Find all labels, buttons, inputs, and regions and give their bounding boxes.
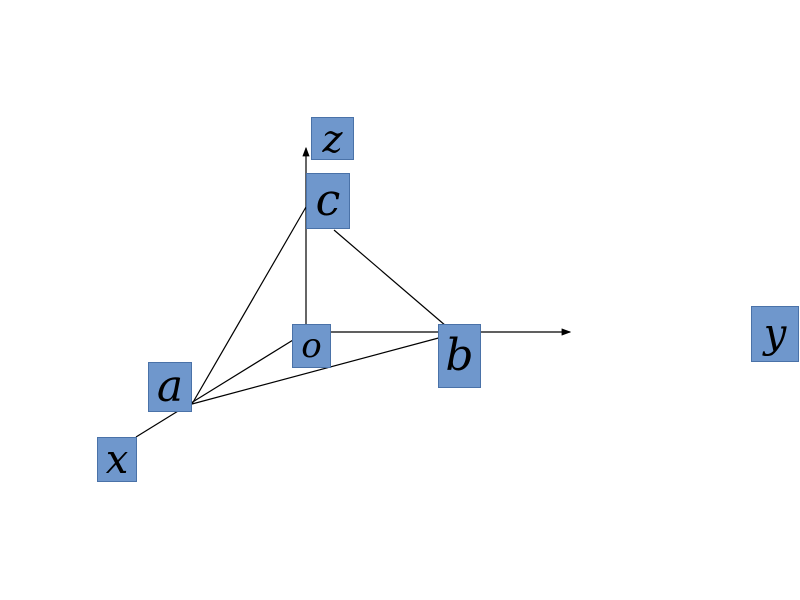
label-o: o [292, 324, 331, 368]
x-axis [135, 331, 307, 438]
label-x: x [97, 437, 137, 482]
label-z: z [311, 117, 354, 160]
label-y: y [751, 306, 799, 362]
edge-a-b [191, 335, 447, 405]
label-c: c [306, 173, 350, 229]
edge-c-b [333, 229, 447, 327]
label-a: a [148, 362, 192, 412]
edge-a-c [191, 206, 307, 405]
label-b: b [438, 324, 481, 388]
